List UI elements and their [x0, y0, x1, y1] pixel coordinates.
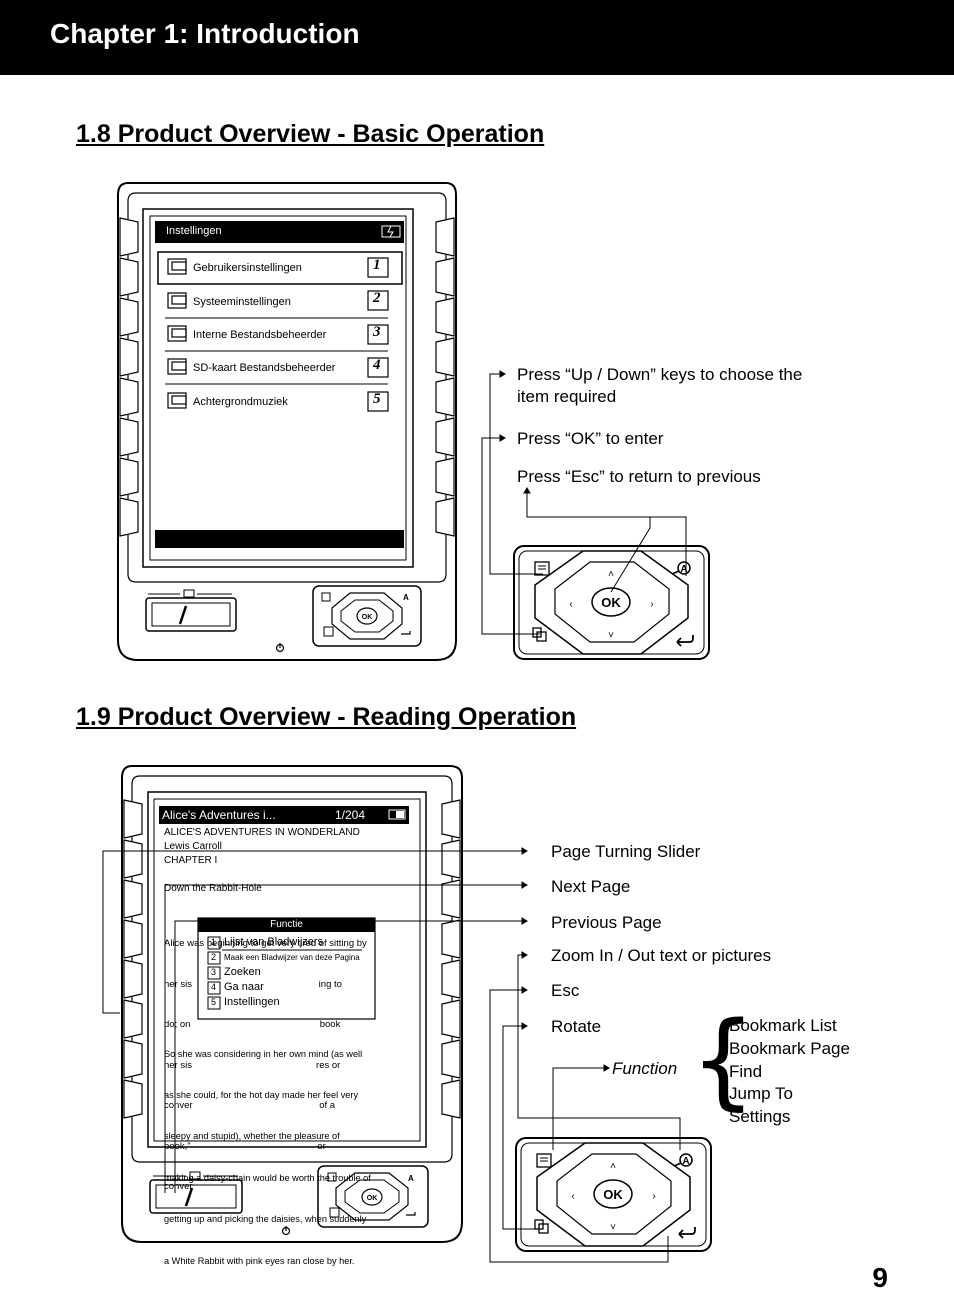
- svg-text:A: A: [680, 564, 687, 575]
- callout-esc-1: Press “Esc” to return to previous: [517, 467, 761, 486]
- menu-number-3: 3: [211, 967, 217, 977]
- menu-item-5: Instellingen: [224, 996, 280, 1008]
- menu-item-2: Maak een Bladwijzer van deze Pagina: [224, 953, 360, 962]
- item-number-3: 3: [373, 324, 381, 340]
- svg-text:A: A: [408, 1174, 414, 1183]
- svg-text:OK: OK: [362, 614, 373, 621]
- menu-item-3: Zoeken: [224, 966, 261, 978]
- book-chapter-title: Down the Rabbit-Hole: [164, 883, 262, 894]
- item-number-5: 5: [373, 391, 381, 407]
- section-2-title: 1.9 Product Overview - Reading Operation: [76, 703, 577, 731]
- menu-number-5: 5: [211, 997, 217, 1007]
- chapter-title: Chapter 1: Introduction: [50, 18, 360, 49]
- svg-text:›: ›: [650, 599, 653, 610]
- callout-up-down-line1: Press “Up / Down” keys to choose the: [517, 365, 803, 384]
- section-1-title: 1.8 Product Overview - Basic Operation: [76, 120, 545, 148]
- function-item-5: Settings: [729, 1107, 791, 1126]
- book-title-bar: Alice's Adventures i...: [162, 808, 276, 822]
- book-text-bottom: So she was considering in her own mind (…: [164, 1048, 371, 1266]
- svg-text:˅: ˅: [610, 1222, 616, 1233]
- svg-text:˄: ˄: [608, 569, 614, 580]
- svg-text:‹: ‹: [571, 1191, 574, 1202]
- menu-number-2: 2: [211, 952, 217, 962]
- callout-slider: Page Turning Slider: [551, 842, 701, 861]
- svg-text:A: A: [403, 593, 409, 602]
- ok-button-label-1: OK: [601, 595, 621, 610]
- settings-item-5: Achtergrondmuziek: [193, 396, 288, 408]
- callout-previous-page: Previous Page: [551, 913, 662, 932]
- callout-up-down-line2: item required: [517, 387, 617, 406]
- callout-function: Function: [612, 1059, 678, 1078]
- callout-ok: Press “OK” to enter: [517, 429, 664, 448]
- page-number: 9: [872, 1262, 888, 1293]
- ereader-device-1: OK A: [117, 182, 457, 661]
- svg-text:‹: ‹: [569, 599, 572, 610]
- item-number-4: 4: [373, 357, 381, 373]
- svg-text:A: A: [682, 1156, 689, 1167]
- callout-rotate: Rotate: [551, 1017, 602, 1036]
- callout-next-page: Next Page: [551, 877, 631, 896]
- svg-text:˅: ˅: [608, 630, 614, 641]
- page-indicator: 1/204: [335, 808, 366, 822]
- chapter-header: Chapter 1: Introduction: [0, 0, 954, 75]
- svg-text:OK: OK: [367, 1195, 378, 1202]
- function-item-3: Find: [729, 1062, 763, 1081]
- keypad-2-enlarged: OK ˄ ˅ ‹ › A: [515, 1137, 712, 1252]
- settings-item-2: Systeeminstellingen: [193, 296, 291, 308]
- function-brace: {: [690, 999, 757, 1121]
- settings-item-1: Gebruikersinstellingen: [193, 262, 302, 274]
- menu-item-4: Ga naar: [224, 981, 264, 993]
- leader-lines-1: [481, 370, 687, 635]
- settings-item-4: SD-kaart Bestandsbeheerder: [193, 362, 336, 374]
- keypad-1-enlarged: OK ˄ ˅ ‹ › A: [513, 545, 710, 660]
- menu-number-1: 1: [211, 937, 217, 947]
- menu-number-4: 4: [211, 982, 217, 992]
- function-menu-title: Functie: [270, 919, 303, 930]
- book-text-top: Alice was beginning to get very tired of…: [164, 938, 367, 1192]
- settings-item-3: Interne Bestandsbeheerder: [193, 329, 327, 341]
- book-heading: ALICE'S ADVENTURES IN WONDERLAND: [164, 827, 360, 838]
- ok-button-label-2: OK: [603, 1187, 623, 1202]
- menu-item-1: Lijst van Bladwijzers: [224, 936, 324, 948]
- item-number-1: 1: [373, 257, 381, 273]
- screen-1-title: Instellingen: [166, 225, 222, 237]
- svg-text:›: ›: [652, 1191, 655, 1202]
- item-number-2: 2: [373, 290, 381, 306]
- callout-esc-2: Esc: [551, 981, 580, 1000]
- book-author: Lewis Carroll: [164, 841, 222, 852]
- function-item-4: Jump To: [729, 1084, 793, 1103]
- book-chapter: CHAPTER I: [164, 855, 218, 866]
- function-item-2: Bookmark Page: [729, 1039, 850, 1058]
- callout-zoom: Zoom In / Out text or pictures: [551, 946, 772, 965]
- svg-text:˄: ˄: [610, 1161, 616, 1172]
- function-item-1: Bookmark List: [729, 1016, 837, 1035]
- leader-lines-2: [102, 847, 681, 1263]
